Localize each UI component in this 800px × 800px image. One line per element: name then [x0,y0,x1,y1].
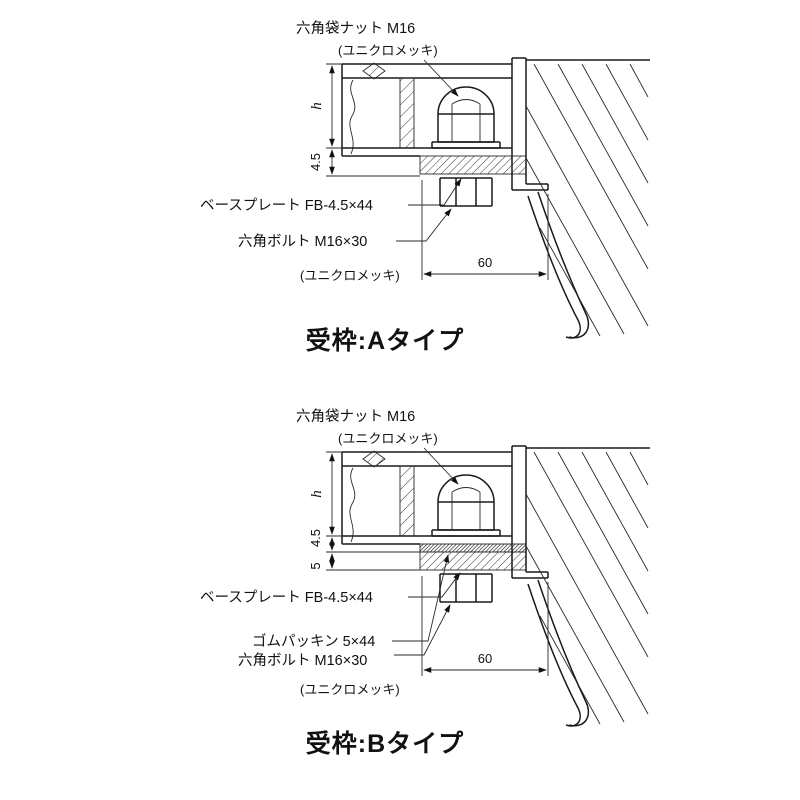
break-line [349,79,356,155]
angle-section [511,57,549,191]
web-section [399,77,415,149]
dim-60-label: 60 [478,255,492,270]
diagram-b: h 4.5 5 60 六角袋ナット M16 (ユニクロメッキ) ベースプレート … [200,408,650,758]
dimension-4-5: 4.5 [308,529,335,551]
concrete-hatch [525,447,650,725]
anchor-bar [527,191,590,339]
dim-60-label: 60 [478,651,492,666]
hex-bolt-plating-label: (ユニクロメッキ) [300,682,400,697]
cap-nut-leader [423,447,459,485]
rubber-packing-leader [392,554,450,642]
base-plate-label: ベースプレート FB-4.5×44 [200,197,373,214]
base-plate-section [419,551,527,571]
hex-bolt-head [439,573,493,603]
caption-a: 受枠:Aタイプ [306,326,464,355]
hex-bolt-leader [396,208,452,242]
anchor-bar [527,579,590,727]
base-plate-section [419,155,527,175]
cap-nut-plating-label: (ユニクロメッキ) [338,431,438,446]
cap-nut-leader [423,59,459,97]
concrete-hatch [525,59,650,337]
hex-bolt-plating-label: (ユニクロメッキ) [300,268,400,283]
hex-bolt-label: 六角ボルト M16×30 [238,652,367,669]
base-plate-leader [408,572,461,598]
dim-5-label: 5 [308,562,323,569]
dimension-h: h [309,451,420,571]
caption-b: 受枠:Bタイプ [306,729,464,758]
angle-section [511,445,549,579]
hex-bolt-leader [394,604,451,656]
rubber-packing-section [419,543,527,553]
dim-h-label: h [309,490,325,498]
base-plate-leader [408,178,462,206]
dimension-60: 60 [421,576,549,676]
dimension-h: h [309,63,420,177]
break-line [349,467,356,543]
cap-nut-label: 六角袋ナット M16 [296,408,415,425]
dimension-4-5: 4.5 [308,149,335,175]
hex-cap-nut [431,474,501,537]
hex-bolt-label: 六角ボルト M16×30 [238,233,367,250]
rubber-packing-label: ゴムパッキン 5×44 [252,632,375,650]
cap-nut-label: 六角袋ナット M16 [296,20,415,37]
bar-section-icon [362,62,386,80]
web-section [399,465,415,537]
frame-section [341,62,512,157]
diagram-a: h 4.5 60 六角袋ナット M16 (ユニクロメッキ) ベースプレート FB… [200,20,650,355]
dimension-60: 60 [421,180,549,280]
hex-cap-nut [431,86,501,149]
cap-nut-plating-label: (ユニクロメッキ) [338,43,438,58]
dimension-5: 5 [308,553,335,570]
bar-section-icon [362,450,386,468]
dim-h-label: h [309,102,325,110]
dim-4-5-label: 4.5 [308,529,323,547]
dim-4-5-label: 4.5 [308,153,323,171]
hex-bolt-head [439,177,493,207]
base-plate-label: ベースプレート FB-4.5×44 [200,589,373,606]
